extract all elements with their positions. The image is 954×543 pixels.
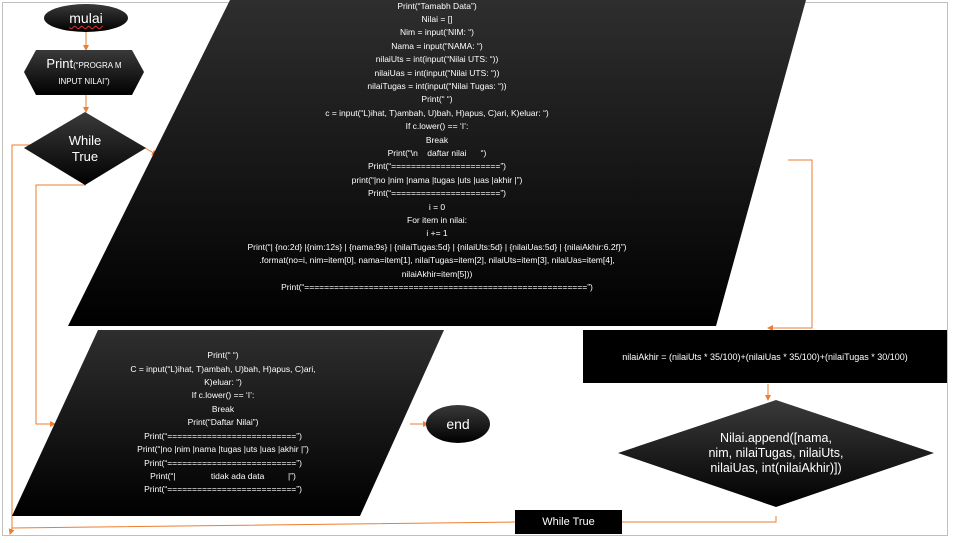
code-line: nilaiUas = int(input(“Nilai UTS: “)) — [374, 67, 500, 78]
print-keyword: Print — [46, 55, 74, 71]
menu-block-code: Print(“ “) C = input(“L)ihat, T)ambah, U)… — [73, 349, 373, 496]
code-line: Print(“| {no:2d} |{nim:12s} | {nama:9s} … — [247, 241, 627, 252]
code-line: Print(“==========================”) — [144, 457, 302, 468]
code-line: Break — [211, 403, 235, 414]
code-line: nilaiUts = int(input(“Nilai UTS: “)) — [375, 54, 499, 65]
code-line: If c.lower() == ‘I’: — [405, 121, 469, 132]
code-line: Print(“======================”) — [367, 161, 506, 172]
while-true-label: While True — [542, 516, 595, 528]
code-line: If c.lower() == ‘I’: — [191, 390, 255, 401]
end-label: end — [446, 416, 470, 432]
code-line: C = input(“L)ihat, T)ambah, U)bah, H)apu… — [130, 363, 316, 374]
arrow-while-to-menu — [35, 184, 86, 427]
while-true-box: While True — [515, 510, 622, 534]
code-line: Print(“==========================”) — [144, 484, 302, 495]
code-line: Print(“| tidak ada data |”) — [150, 470, 296, 481]
code-line: Nim = input(‘NIM: “) — [400, 27, 474, 38]
code-line: i = 0 — [428, 201, 446, 212]
append-line-1: Nilai.append([nama, — [720, 431, 832, 445]
arrow-input-to-calc — [767, 159, 813, 331]
end-terminator: end — [426, 405, 490, 443]
code-line: c = input(“L)ihat, T)ambah, U)bah, H)apu… — [325, 107, 549, 118]
code-line: print(“|no |nim |nama |tugas |uts |uas |… — [351, 174, 523, 185]
code-line: Print(“Tamabh Data”) — [397, 0, 477, 11]
code-line: K)eluar: “) — [204, 377, 242, 388]
code-line: Nama = input(“NAMA: “) — [391, 40, 483, 51]
while-true-decision: While True — [24, 112, 146, 185]
code-line: Print(“Daftar Nilai”) — [187, 417, 259, 428]
menu-block: Print(“ “) C = input(“L)ihat, T)ambah, U)… — [12, 330, 444, 516]
start-terminator: mulai — [44, 4, 128, 32]
while-keyword: While — [68, 132, 102, 148]
print-title-box: Print(“PROGRA M INPUT NILAI”) — [24, 50, 144, 95]
append-line-3: nilaiUas, int(nilaiAkhir)]) — [710, 461, 842, 475]
code-line: Print(“ “) — [421, 94, 453, 105]
code-line: nilaiAkhir=item[5])) — [401, 268, 473, 279]
code-line: For item in nilai: — [407, 215, 467, 226]
arrow-loop-into-frame — [8, 527, 15, 535]
calc-nilai-akhir-box: nilaiAkhir = (nilaiUts * 35/100)+(nilaiU… — [583, 330, 947, 383]
calc-formula: nilaiAkhir = (nilaiUts * 35/100)+(nilaiU… — [622, 351, 908, 362]
print-title-args: (“PROGRA M INPUT NILAI”) — [58, 60, 122, 86]
while-condition: True — [71, 148, 99, 164]
code-line: Print(“ “) — [207, 350, 239, 361]
code-line: Print(“======================”) — [367, 188, 506, 199]
input-block-code: Print(“Tamabh Data”) Nilai = [] Nim = inpu… — [117, 0, 757, 294]
input-data-block: Print(“Tamabh Data”) Nilai = [] Nim = inpu… — [68, 0, 806, 326]
arrow-while-loop-back — [11, 144, 516, 529]
append-decision: Nilai.append([nama, nim, nilaiTugas, nil… — [618, 400, 934, 507]
code-line: Print(“\n daftar nilai “) — [387, 148, 487, 158]
code-line: Nilai = [] — [421, 13, 453, 24]
code-line: .format(no=i, nim=item[0], nama=item[1],… — [259, 255, 615, 266]
code-line: Print(“==========================”) — [144, 430, 302, 441]
arrow-append-to-while — [622, 516, 777, 523]
code-line: nilaiTugas = int(input(“Nilai Tugas: “)) — [367, 80, 507, 91]
code-line: Print(“|no |nim |nama |tugas |uts |uas |… — [137, 444, 309, 455]
code-line: Print(“=================================… — [281, 282, 593, 293]
start-label: mulai — [69, 10, 103, 26]
code-line: Break — [425, 134, 449, 145]
append-line-2: nim, nilaiTugas, nilaiUts, — [708, 446, 844, 460]
code-line: i += 1 — [426, 228, 448, 239]
